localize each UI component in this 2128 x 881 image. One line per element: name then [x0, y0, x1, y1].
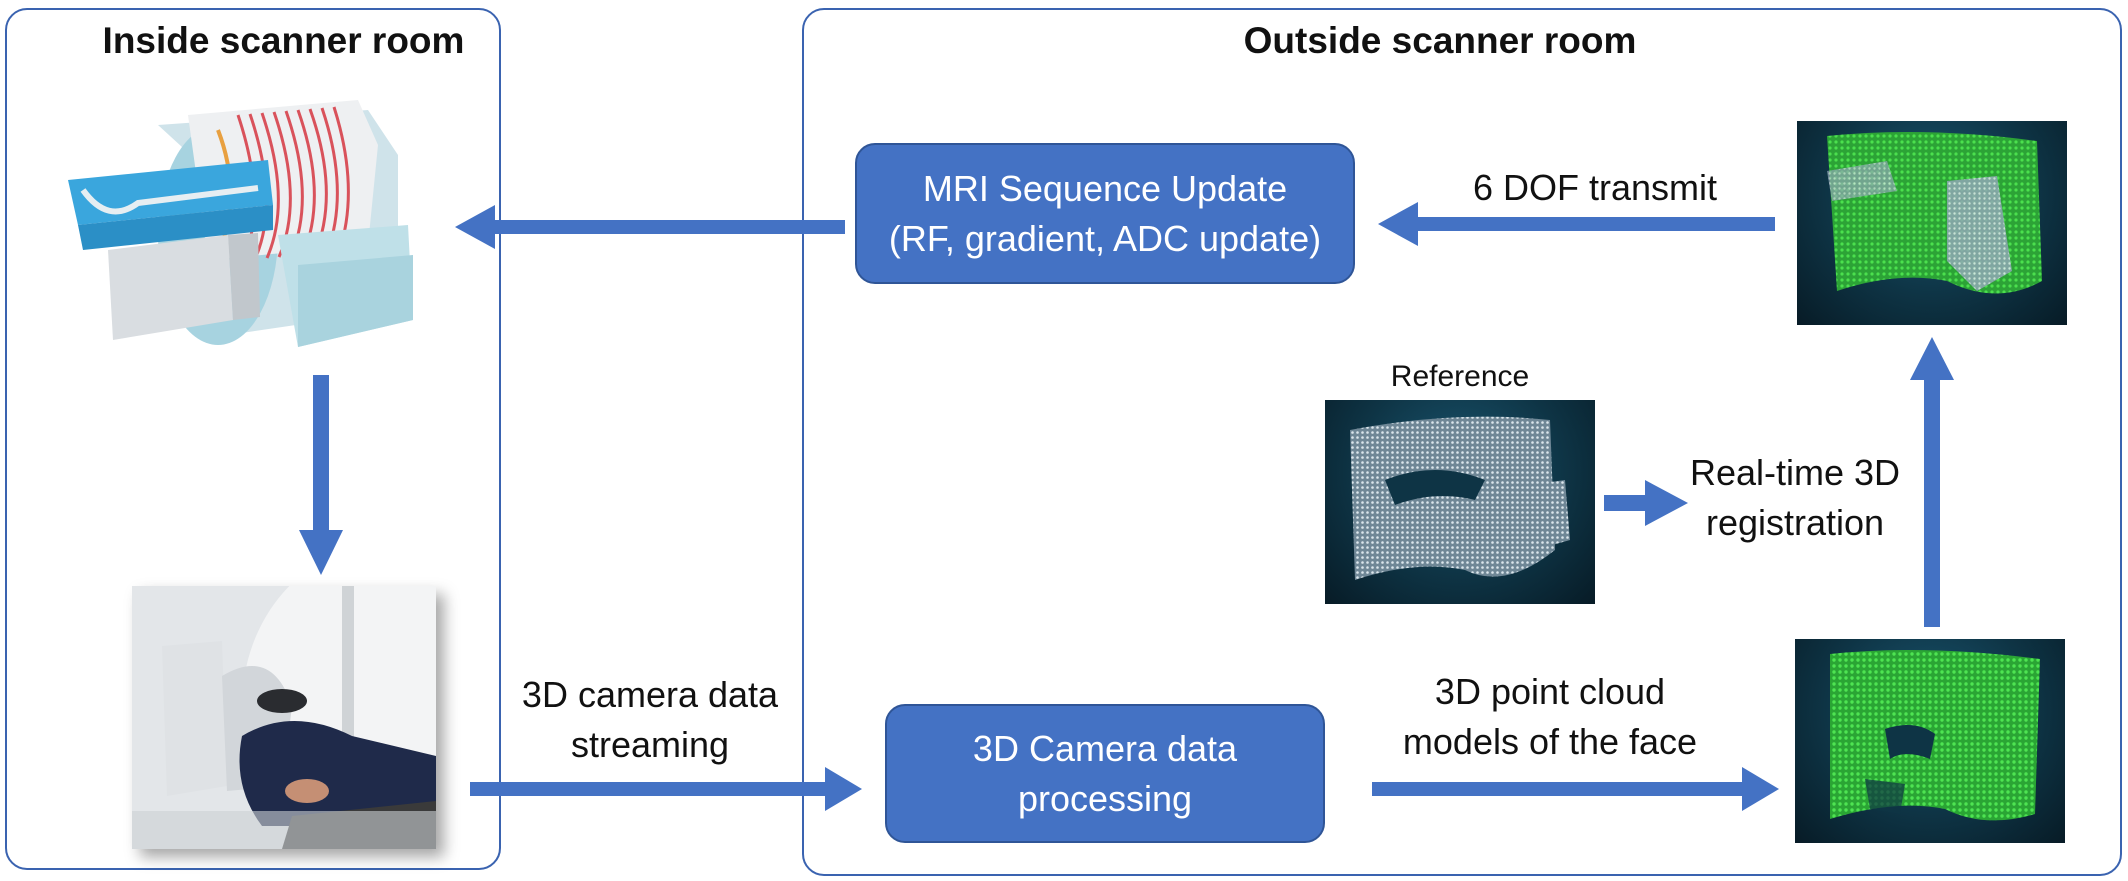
outside-scanner-room-panel — [802, 8, 2122, 876]
patient-in-scanner-photo — [132, 586, 436, 849]
reference-point-cloud — [1325, 400, 1595, 604]
live-point-cloud — [1795, 639, 2065, 843]
streaming-label: 3D camera data streaming — [500, 670, 800, 770]
inside-panel-title: Inside scanner room — [102, 20, 465, 61]
mri-sequence-update-box: MRI Sequence Update (RF, gradient, ADC u… — [855, 143, 1355, 284]
registration-line2: registration — [1705, 502, 1885, 543]
camera-processing-line1: 3D Camera data — [972, 727, 1238, 769]
mri-update-line1: MRI Sequence Update — [922, 167, 1288, 209]
registered-point-cloud — [1797, 121, 2067, 325]
reference-label: Reference — [1390, 360, 1530, 393]
six-dof-label: 6 DOF transmit — [1472, 167, 1718, 208]
outside-panel-title: Outside scanner room — [1243, 20, 1637, 61]
camera-processing-box: 3D Camera data processing — [885, 704, 1325, 843]
streaming-line2: streaming — [570, 724, 730, 765]
registration-line1: Real-time 3D — [1689, 452, 1901, 493]
point-cloud-label: 3D point cloud models of the face — [1380, 667, 1720, 767]
streaming-line1: 3D camera data — [521, 674, 779, 715]
camera-processing-line2: processing — [1017, 777, 1193, 819]
registration-label: Real-time 3D registration — [1660, 448, 1930, 548]
mri-update-line2: (RF, gradient, ADC update) — [888, 217, 1322, 259]
point-cloud-line1: 3D point cloud — [1434, 671, 1666, 712]
mri-scanner-illustration — [68, 85, 418, 360]
point-cloud-line2: models of the face — [1402, 721, 1698, 762]
inside-scanner-room-panel — [5, 8, 501, 870]
arrow-to-scanner — [455, 205, 845, 249]
